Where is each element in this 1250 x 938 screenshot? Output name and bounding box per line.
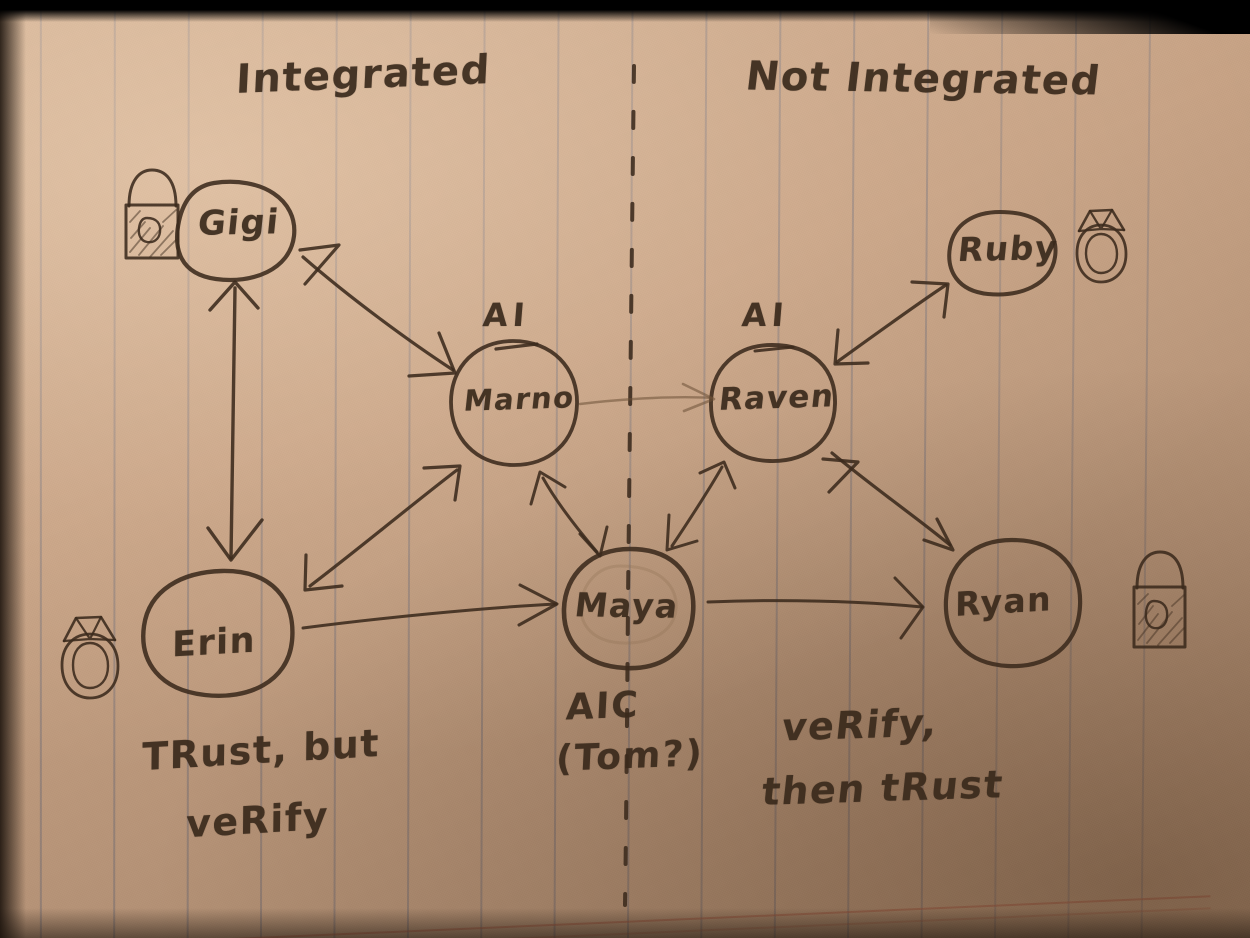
edge-marno-maya: [529, 470, 609, 558]
edge-erin-marno: [303, 464, 462, 592]
node-circle-erin[interactable]: [141, 568, 295, 698]
lock-icon: [1132, 550, 1187, 649]
edge-erin-maya: [301, 583, 559, 630]
edge-marno-raven: [578, 382, 716, 413]
node-circle-raven[interactable]: [709, 343, 837, 463]
edge-gigi-erin: [206, 280, 264, 562]
edge-maya-ryan: [706, 576, 925, 640]
node-label-marno: Marno: [462, 380, 577, 418]
maya-sublabel-line2: (Tom?): [555, 733, 705, 780]
edge-raven-maya: [665, 460, 737, 552]
node-circle-marno[interactable]: [449, 339, 579, 467]
edge-raven-ruby: [833, 280, 950, 366]
annotation-verify-then-trust-line1: veRify,: [779, 700, 941, 750]
edge-raven-ryan: [821, 451, 955, 552]
maya-sublabel-line1: AIC: [565, 684, 641, 729]
node-circle-ryan[interactable]: [943, 537, 1083, 669]
node-label-maya: Maya: [572, 585, 682, 626]
annotation-trust-but-verify-line2: veRify: [185, 793, 330, 847]
heading-integrated: Integrated: [234, 47, 492, 103]
node-sublabel-marno: AI: [481, 295, 532, 335]
node-circle-ruby[interactable]: [947, 210, 1058, 297]
edge-gigi-marno: [298, 243, 457, 378]
ring-icon: [60, 615, 120, 700]
node-label-erin: Erin: [171, 620, 257, 666]
annotation-verify-then-trust-line2: then tRust: [759, 762, 1006, 814]
node-label-ryan: Ryan: [954, 579, 1053, 624]
ring-icon: [1075, 208, 1128, 284]
node-circle-maya[interactable]: [561, 546, 696, 671]
node-sublabel-raven: AI: [740, 295, 791, 335]
node-label-raven: Raven: [717, 378, 837, 418]
node-label-ruby: Ruby: [956, 227, 1061, 270]
lock-icon: [124, 168, 180, 260]
dashed-vertical-divider: [623, 64, 636, 907]
heading-not-integrated: Not Integrated: [743, 53, 1104, 105]
node-label-gigi: Gigi: [195, 202, 282, 244]
node-circle-gigi[interactable]: [174, 179, 297, 282]
